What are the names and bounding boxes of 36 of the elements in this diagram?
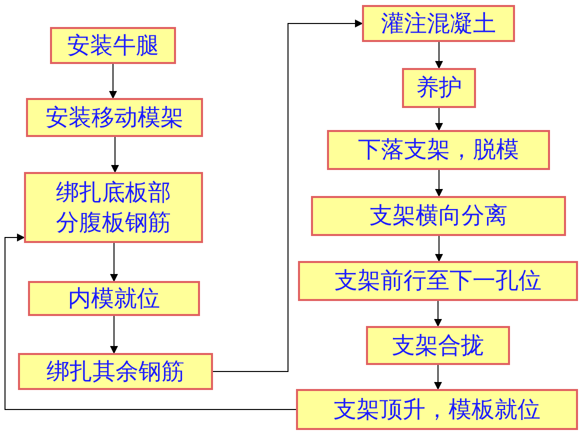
arrow [435, 42, 443, 69]
step-label: 支架前行至下一孔位 [334, 267, 542, 296]
step-label: 支架合拢 [392, 332, 484, 360]
arrow [111, 136, 119, 173]
step-label: 支架横向分离 [370, 202, 508, 231]
arrow [434, 300, 442, 327]
step-label: 灌注混凝土 [381, 10, 496, 38]
step-label: 养护 [416, 74, 462, 103]
process-box [362, 5, 515, 42]
step-label: 支架顶升，模板就位 [334, 396, 540, 424]
process-box [18, 353, 213, 390]
process-box [298, 261, 578, 301]
process-box [50, 27, 176, 64]
step-label: 绑扎其余钢筋 [46, 358, 184, 386]
arrow [434, 364, 442, 390]
process-box [327, 130, 550, 170]
process-box [26, 98, 203, 137]
step-label: 内模就位 [68, 284, 160, 314]
step-label: 安装移动模架 [46, 104, 184, 132]
process-box [366, 326, 510, 365]
step-label: 安装牛腿 [67, 32, 159, 60]
step-label: 绑扎底板部分腹板钢筋 [55, 178, 172, 238]
arrow [110, 242, 118, 282]
arrow [212, 20, 363, 372]
arrow [4, 234, 296, 410]
arrow [110, 316, 118, 354]
arrow [435, 170, 443, 197]
process-box [311, 196, 566, 236]
process-box [24, 172, 203, 243]
arrow [109, 64, 117, 99]
process-box [296, 389, 578, 430]
process-box [402, 68, 476, 108]
step-label: 下落支架，脱模 [358, 136, 519, 165]
arrow [435, 108, 443, 131]
process-box [28, 281, 200, 316]
arrow [435, 236, 443, 262]
